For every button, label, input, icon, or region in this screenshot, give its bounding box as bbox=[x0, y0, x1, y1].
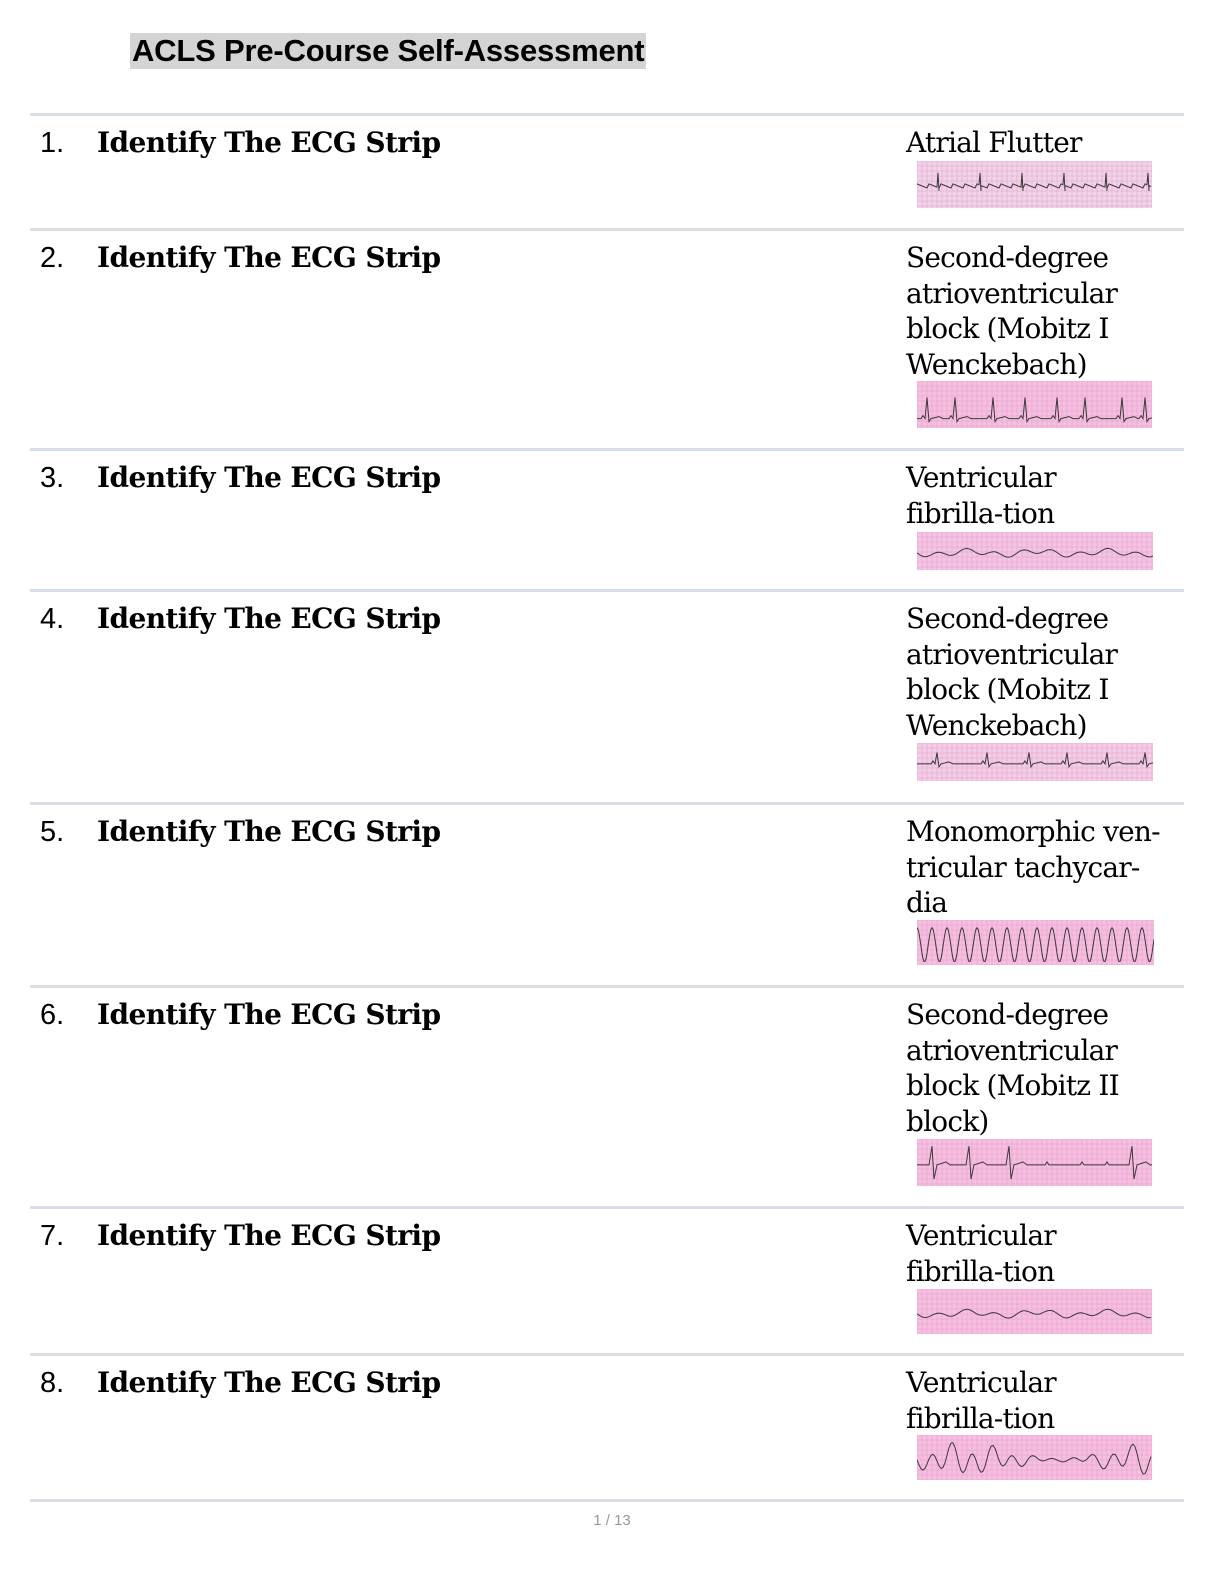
answer-line: fibrilla-tion bbox=[906, 1401, 1055, 1435]
ecg-strip-svg bbox=[917, 743, 1153, 781]
answer-line: Wenckebach) bbox=[906, 708, 1088, 742]
document-title: ACLS Pre-Course Self-Assessment bbox=[130, 33, 647, 69]
ecg-strip-image bbox=[917, 743, 1153, 781]
ecg-grid-background bbox=[917, 1289, 1152, 1334]
ecg-strip-svg bbox=[917, 532, 1153, 570]
ecg-grid-background bbox=[917, 532, 1153, 570]
ecg-waveform bbox=[917, 1146, 1152, 1180]
answer-text: Ventricular fibrilla-tion bbox=[906, 460, 1176, 531]
answer-text: Second-degree atrioventricular block (Mo… bbox=[906, 601, 1176, 743]
ecg-strip-svg bbox=[917, 920, 1154, 965]
question-prompt: Identify The ECG Strip bbox=[97, 126, 441, 159]
ecg-waveform bbox=[917, 397, 1152, 424]
ecg-strip-image bbox=[917, 1435, 1152, 1480]
divider bbox=[30, 802, 1184, 805]
answer-line: Wenckebach) bbox=[906, 347, 1088, 381]
answer-line: block (Mobitz I bbox=[906, 673, 1109, 706]
ecg-strip-image bbox=[917, 1139, 1152, 1186]
answer-line: Atrial Flutter bbox=[906, 126, 1082, 159]
question-prompt: Identify The ECG Strip bbox=[97, 998, 441, 1031]
question-number: 8. bbox=[40, 1367, 65, 1399]
ecg-strip-svg bbox=[917, 161, 1152, 208]
ecg-waveform bbox=[917, 172, 1152, 191]
answer-line: Ventricular bbox=[906, 1219, 1057, 1252]
answer-text: Ventricular fibrilla-tion bbox=[906, 1218, 1176, 1289]
ecg-grid-lines bbox=[917, 1289, 1152, 1334]
ecg-grid-background bbox=[917, 1139, 1152, 1186]
question-prompt: Identify The ECG Strip bbox=[97, 1219, 441, 1252]
answer-line: atrioventricular bbox=[906, 637, 1118, 671]
answer-text: Second-degree atrioventricular block (Mo… bbox=[906, 240, 1176, 382]
page-number: 1 / 13 bbox=[593, 1512, 631, 1529]
question-number: 6. bbox=[40, 999, 65, 1031]
question-prompt: Identify The ECG Strip bbox=[97, 1366, 441, 1399]
ecg-strip-image bbox=[917, 920, 1154, 965]
ecg-grid-background bbox=[917, 1435, 1152, 1480]
answer-line: Monomorphic ven- bbox=[906, 815, 1161, 848]
answer-line: Ventricular bbox=[906, 1366, 1057, 1399]
answer-line: fibrilla-tion bbox=[906, 1254, 1055, 1288]
divider bbox=[30, 228, 1184, 231]
answer-text: Second-degree atrioventricular block (Mo… bbox=[906, 997, 1176, 1139]
answer-line: Second-degree bbox=[906, 998, 1109, 1031]
question-prompt: Identify The ECG Strip bbox=[97, 602, 441, 635]
question-prompt: Identify The ECG Strip bbox=[97, 241, 441, 274]
ecg-strip-image bbox=[917, 532, 1153, 570]
answer-line: Second-degree bbox=[906, 241, 1109, 274]
ecg-waveform bbox=[917, 1442, 1152, 1475]
divider bbox=[30, 589, 1184, 592]
ecg-strip-svg bbox=[917, 381, 1152, 428]
answer-line: block) bbox=[906, 1104, 989, 1138]
question-number: 3. bbox=[40, 462, 65, 494]
ecg-strip-image bbox=[917, 161, 1152, 208]
question-number: 2. bbox=[40, 242, 65, 274]
question-number: 5. bbox=[40, 816, 65, 848]
answer-line: tricular tachycar- bbox=[906, 850, 1140, 884]
divider bbox=[30, 985, 1184, 988]
answer-line: Ventricular bbox=[906, 461, 1057, 494]
question-number: 1. bbox=[40, 127, 65, 159]
divider bbox=[30, 1353, 1184, 1356]
question-number: 4. bbox=[40, 603, 65, 635]
divider bbox=[30, 1206, 1184, 1209]
ecg-waveform bbox=[917, 926, 1154, 962]
ecg-grid-background bbox=[917, 381, 1152, 428]
ecg-grid-lines bbox=[917, 1435, 1152, 1480]
question-prompt: Identify The ECG Strip bbox=[97, 461, 441, 494]
answer-line: block (Mobitz II bbox=[906, 1069, 1120, 1102]
ecg-strip-image bbox=[917, 381, 1152, 428]
answer-text: Monomorphic ven- tricular tachycar- dia bbox=[906, 814, 1176, 921]
ecg-grid-background bbox=[917, 161, 1152, 208]
answer-line: atrioventricular bbox=[906, 276, 1118, 310]
ecg-strip-svg bbox=[917, 1435, 1152, 1480]
divider bbox=[30, 113, 1184, 116]
answer-line: Second-degree bbox=[906, 602, 1109, 635]
divider bbox=[30, 448, 1184, 451]
answer-line: block (Mobitz I bbox=[906, 312, 1109, 345]
ecg-grid-lines bbox=[917, 381, 1152, 428]
ecg-waveform bbox=[917, 1308, 1152, 1319]
question-prompt: Identify The ECG Strip bbox=[97, 815, 441, 848]
answer-line: fibrilla-tion bbox=[906, 496, 1055, 530]
question-number: 7. bbox=[40, 1220, 65, 1252]
answer-text: Ventricular fibrilla-tion bbox=[906, 1365, 1176, 1436]
ecg-waveform bbox=[917, 752, 1153, 769]
ecg-strip-svg bbox=[917, 1289, 1152, 1334]
ecg-grid-lines bbox=[917, 920, 1154, 965]
answer-line: atrioventricular bbox=[906, 1033, 1118, 1067]
ecg-waveform bbox=[917, 547, 1153, 558]
answer-line: dia bbox=[906, 886, 948, 919]
ecg-strip-svg bbox=[917, 1139, 1152, 1186]
ecg-strip-image bbox=[917, 1289, 1152, 1334]
answer-text: Atrial Flutter bbox=[906, 125, 1176, 161]
divider bbox=[30, 1499, 1184, 1502]
ecg-grid-background bbox=[917, 743, 1153, 781]
